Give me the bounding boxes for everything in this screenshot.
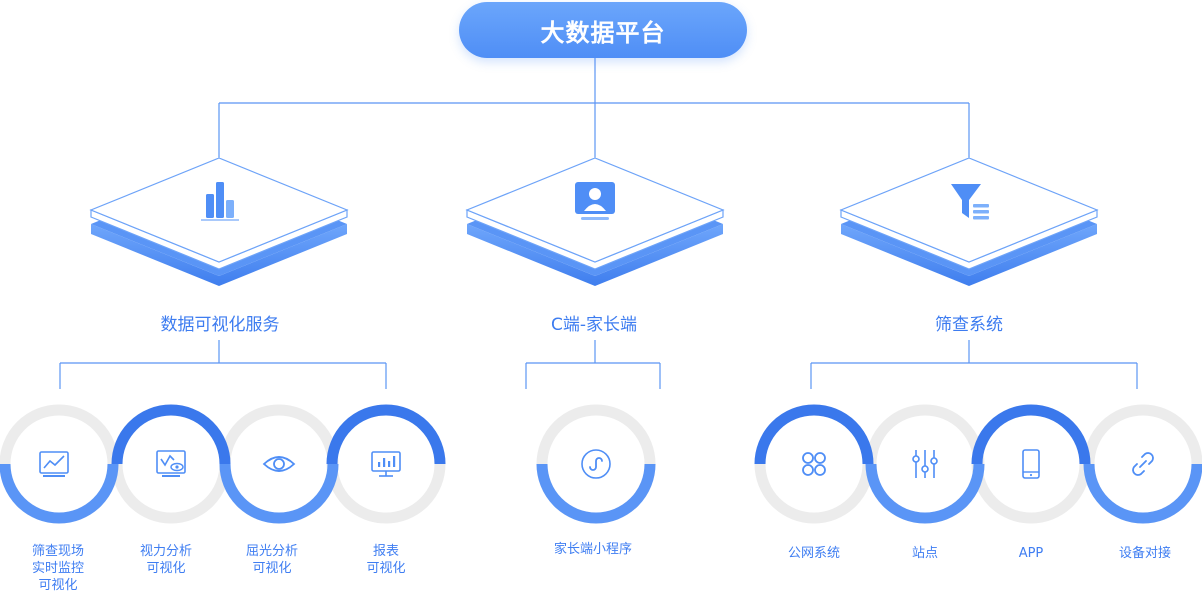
monitor-base xyxy=(162,475,180,477)
mini-program-circle xyxy=(581,449,611,479)
item-label-report: 报表 可视化 xyxy=(366,544,406,576)
filter-line xyxy=(973,216,989,220)
filter-line xyxy=(973,210,989,214)
ring-arc xyxy=(536,463,656,524)
profile-head xyxy=(589,188,601,200)
phone-icon xyxy=(1022,449,1040,479)
item-label-site: 站点 xyxy=(911,546,938,561)
link-center xyxy=(1139,460,1147,468)
slider-knob xyxy=(930,457,938,465)
eye-pupil xyxy=(175,465,179,469)
item-label-vision-analysis: 视力分析 可视化 xyxy=(139,544,192,576)
slider-knob xyxy=(921,465,929,473)
platform-label-visualization: 数据可视化服务 xyxy=(160,315,280,335)
mini-program-icon xyxy=(581,449,611,479)
link-ring xyxy=(1132,463,1145,476)
filter-icon xyxy=(951,184,989,220)
line-chart-icon xyxy=(39,451,69,477)
ring-arc xyxy=(1083,463,1202,524)
link-icon xyxy=(1132,452,1154,476)
user-profile-icon xyxy=(575,182,615,220)
ring-arc xyxy=(865,463,985,524)
item-label-screening-monitor: 筛查现场 实时监控 可视化 xyxy=(31,544,84,593)
ring-arc xyxy=(219,463,339,524)
eye-iris xyxy=(273,458,285,470)
ring-arc xyxy=(971,404,1091,465)
item-label-app: APP xyxy=(1018,546,1044,561)
platform-label-parent-app: C端-家长端 xyxy=(550,315,637,335)
clover-icon xyxy=(802,452,826,476)
clover-leaf xyxy=(802,452,814,464)
slider-knob xyxy=(912,455,920,463)
monitor-frame xyxy=(39,451,69,474)
trend-line xyxy=(160,454,175,467)
report-chart-icon xyxy=(371,451,401,477)
report-bar xyxy=(388,461,391,467)
link-ring xyxy=(1141,452,1154,465)
phone-body xyxy=(1022,449,1040,479)
bar-chart-bar xyxy=(216,182,224,218)
profile-stand xyxy=(581,217,609,220)
report-bar xyxy=(378,462,381,467)
eye-outline xyxy=(262,456,296,472)
clover-leaf xyxy=(814,464,826,476)
bar-chart-bar xyxy=(226,200,234,218)
bar-chart-baseline xyxy=(201,219,239,221)
monitor-frame xyxy=(156,450,186,474)
filter-funnel xyxy=(951,184,981,218)
bar-chart-icon xyxy=(201,182,239,221)
profile-body xyxy=(584,204,606,211)
eye-icon xyxy=(262,456,296,472)
monitor-base xyxy=(43,475,65,477)
clover-leaf xyxy=(814,452,826,464)
item-label-mini-program: 家长端小程序 xyxy=(553,542,632,557)
page-title: 大数据平台 xyxy=(459,2,747,58)
bar-chart-bar xyxy=(206,194,214,218)
item-label-refraction-analysis: 屈光分析 可视化 xyxy=(245,544,298,576)
ring-arc xyxy=(754,404,874,465)
item-label-device-integration: 设备对接 xyxy=(1118,546,1171,561)
item-label-public-network: 公网系统 xyxy=(787,546,840,561)
platform-parent-app[interactable] xyxy=(464,158,726,288)
platform-screening[interactable] xyxy=(838,158,1100,288)
report-bar xyxy=(383,458,386,467)
platform-visualization[interactable] xyxy=(88,158,350,288)
phone-button xyxy=(1029,473,1033,477)
ring-arc xyxy=(326,404,446,465)
clover-leaf xyxy=(802,464,814,476)
monitor-eye-icon xyxy=(156,450,186,477)
board-frame xyxy=(371,451,401,472)
ring-arc xyxy=(111,404,231,465)
sliders-icon xyxy=(912,450,938,478)
trend-line xyxy=(43,455,65,469)
filter-line xyxy=(973,204,989,208)
mini-program-mark xyxy=(589,457,603,471)
report-bar xyxy=(393,456,396,467)
platform-label-screening: 筛查系统 xyxy=(935,315,1003,335)
ring-arc xyxy=(0,463,119,524)
